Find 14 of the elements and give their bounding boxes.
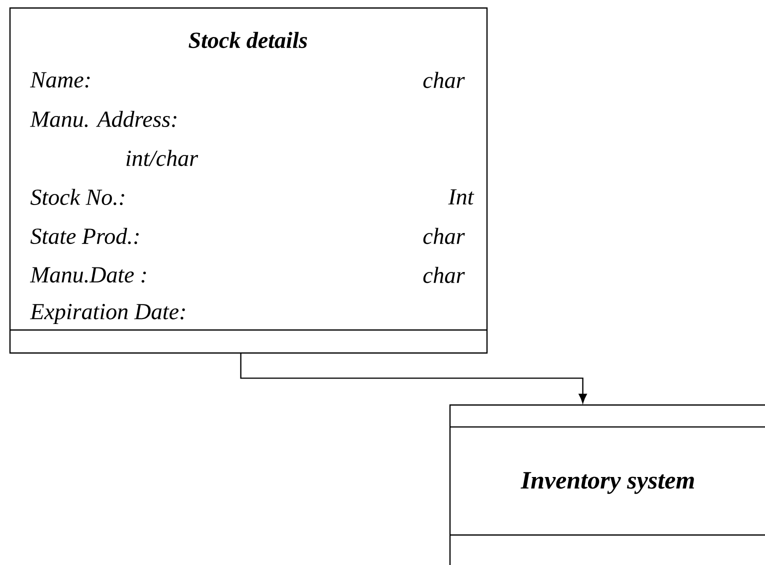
class-title: Stock details: [188, 32, 308, 48]
class-title: Inventory system: [520, 472, 694, 494]
attribute-label: Expiration Date:: [30, 304, 185, 324]
attribute-label: State Prod.:: [30, 228, 139, 244]
attribute-type: char: [423, 266, 465, 284]
attribute-label: Manu.Date :: [30, 267, 146, 283]
attribute-type: int/char: [126, 150, 198, 166]
arrow: [240, 353, 587, 404]
attribute-type: Int: [448, 189, 474, 205]
attribute-label: Manu. Address:: [30, 110, 176, 128]
attribute-type: char: [423, 72, 465, 88]
attribute-type: char: [423, 228, 465, 244]
attribute-label: Name:: [30, 72, 90, 88]
attribute-label: Stock No.:: [30, 188, 124, 206]
